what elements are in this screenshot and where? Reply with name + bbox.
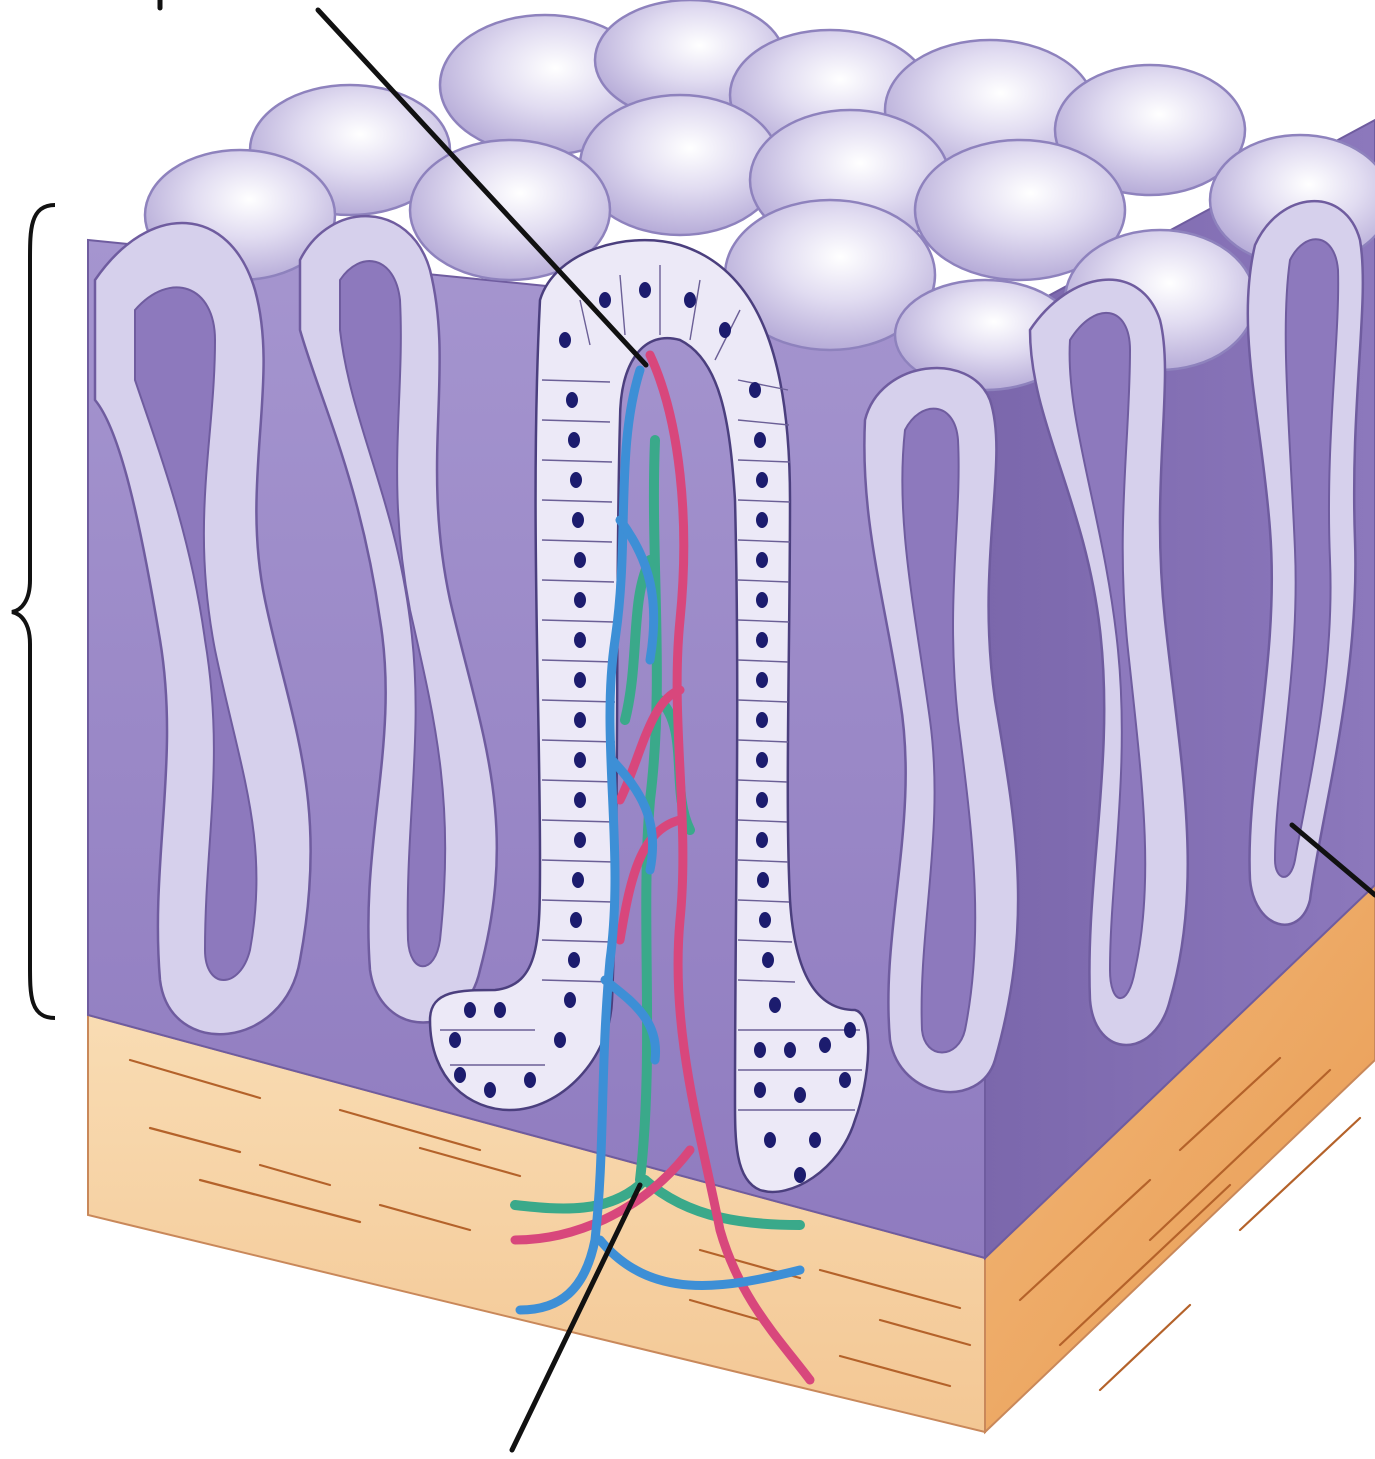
intestinal-villi-diagram bbox=[0, 0, 1375, 1459]
